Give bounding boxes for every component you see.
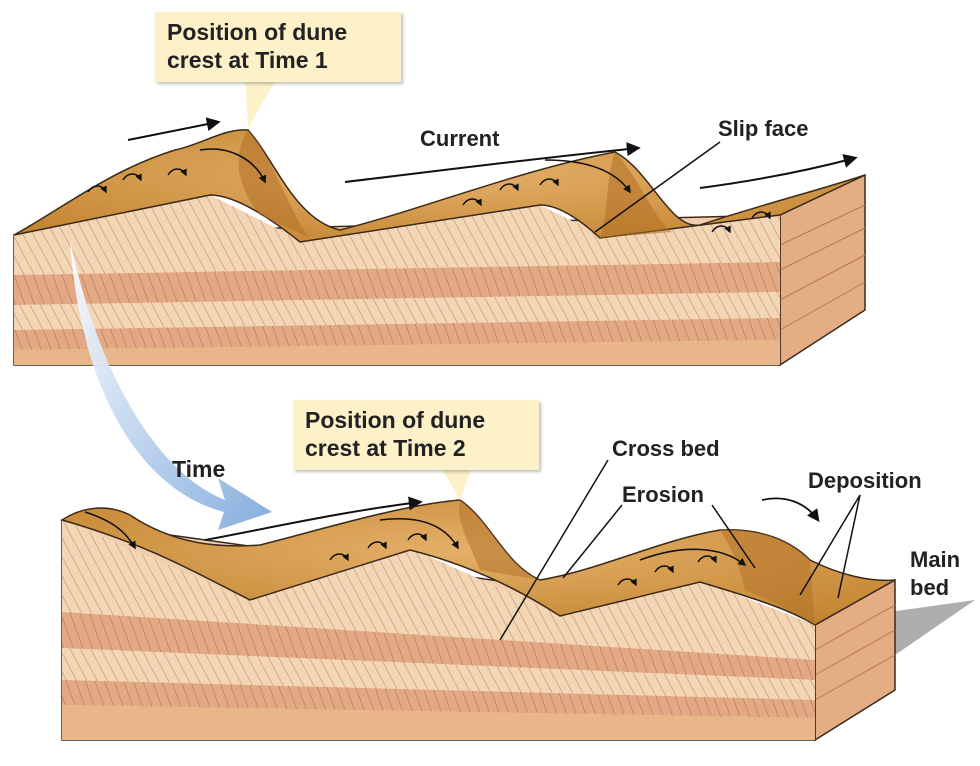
cross-bed-layer: [62, 612, 815, 680]
slip-face-leader: [594, 141, 721, 233]
current-arrow: [204, 496, 423, 541]
label-erosion: Erosion: [622, 482, 704, 507]
label-main-bed-line: bed: [910, 575, 950, 600]
label-main-bed-line: Main: [910, 547, 961, 572]
cross-bed-layer: [14, 292, 780, 330]
callout-line: crest at Time 2: [305, 435, 466, 461]
callout-pointer: [440, 466, 472, 500]
base-layer: [14, 340, 780, 365]
callout-line: Position of dune: [167, 19, 348, 45]
erosion-leader: [711, 504, 756, 569]
cross-bed-layer: [62, 680, 815, 718]
current-arrow: [84, 511, 136, 550]
erosion-leader: [562, 504, 623, 579]
slip-face: [600, 152, 672, 238]
side-face-strata: [779, 204, 866, 331]
label-cross-bed: Cross bed: [612, 436, 720, 461]
current-arrow: [761, 497, 820, 523]
callout-pointer: [245, 76, 278, 128]
current-arrow: [699, 154, 858, 189]
current-arrow: [344, 142, 641, 183]
base-layer: [62, 705, 815, 740]
cross-bed-layer: [14, 318, 780, 350]
dune-block-time1: [13, 117, 866, 367]
callout-line: crest at Time 1: [167, 47, 328, 73]
deposition-leader: [799, 494, 861, 596]
cross-bed-layer: [14, 195, 780, 275]
label-slip-face: Slip face: [718, 116, 809, 141]
callout-crest-time1: Position of dune crest at Time 1: [155, 12, 401, 82]
slip-face: [459, 500, 540, 580]
cross-bed-leader: [499, 459, 609, 641]
cross-bed-layer: [62, 648, 815, 700]
label-deposition: Deposition: [808, 468, 922, 493]
side-face-strata: [814, 604, 896, 701]
label-main-bed: Main bed: [910, 546, 960, 602]
cross-bed-layer: [62, 520, 815, 660]
flow-arrow: [639, 548, 747, 566]
flow-arrow: [379, 517, 459, 550]
label-current: Current: [420, 126, 500, 151]
cross-bed-layer: [14, 262, 780, 305]
callout-line: Position of dune: [305, 407, 486, 433]
label-time: Time: [172, 456, 226, 482]
eddy-arrows: [329, 533, 717, 587]
flow-arrow: [199, 148, 266, 184]
callout-crest-time2: Position of dune crest at Time 2: [293, 400, 539, 470]
deposition-leader: [837, 494, 861, 599]
slip-face: [720, 529, 815, 625]
flow-arrow: [544, 159, 631, 194]
dune-block-time2: [60, 459, 975, 742]
slip-face: [238, 130, 310, 238]
current-arrow: [127, 117, 221, 141]
time-arrow: [70, 240, 272, 530]
eddy-arrows: [87, 168, 771, 234]
